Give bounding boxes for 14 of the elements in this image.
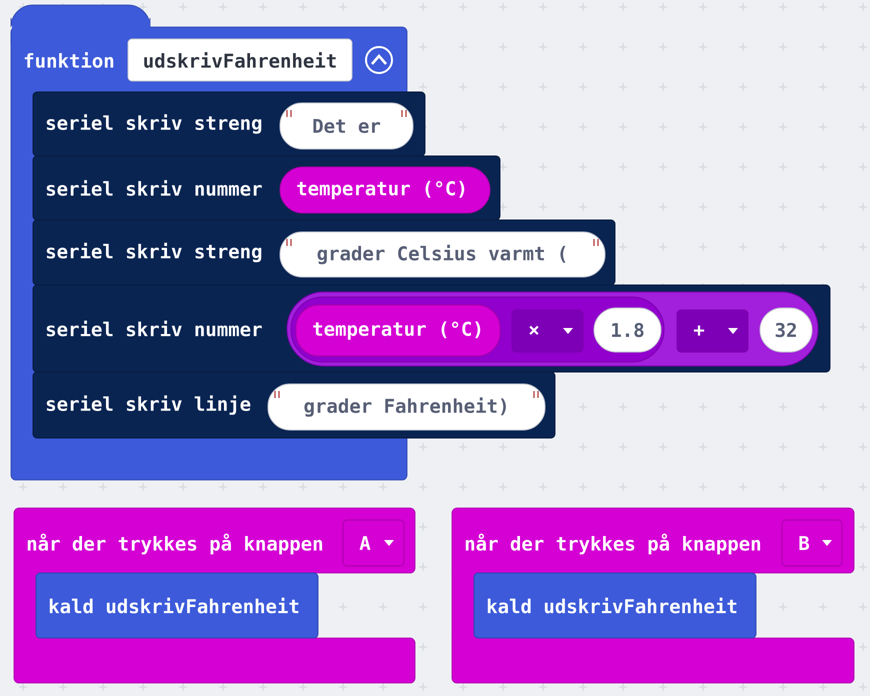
string-field: grader Fahrenheit) (268, 384, 546, 430)
button-dropdown: B (782, 520, 842, 566)
string-field: grader Celsius varmt ( (280, 232, 606, 278)
name-field: udskrivFahrenheit (128, 38, 352, 82)
call-block: kald udskrivFahrenheit (36, 572, 318, 638)
operator-dropdown: × (512, 310, 584, 352)
operator-dropdown: + (676, 310, 748, 352)
call-block: kald udskrivFahrenheit (474, 572, 756, 638)
button-dropdown: A (342, 520, 404, 566)
variable-block: temperatur (°C) (280, 166, 490, 214)
variable-block: temperatur (°C) (296, 304, 500, 356)
string-field: Det er (280, 102, 414, 150)
number-field: 1.8 (594, 308, 662, 352)
number-field: 32 (760, 308, 812, 352)
